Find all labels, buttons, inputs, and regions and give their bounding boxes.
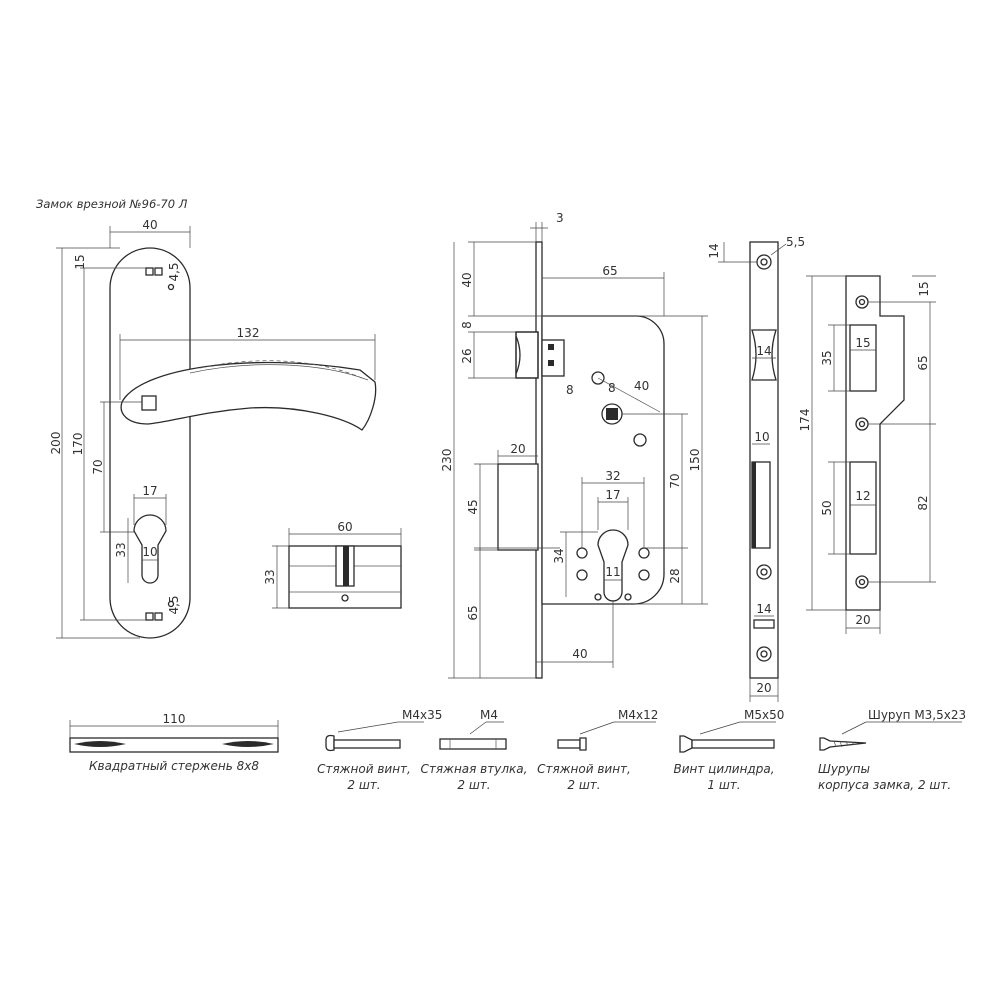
dim-lock-faceplate: 3 [556,211,564,225]
plate-hole-bottom [145,612,154,621]
dim-strike-upper: 65 [916,355,930,370]
part-screw-m4x35-qty: 2 шт. [347,778,380,792]
dim-handle-offset-top: 15 [73,254,87,269]
faceplate-strip [749,241,779,679]
strike-latch-opening [849,324,877,392]
faceplate-latch-slot [751,329,777,381]
mortise-lock-view: 3 65 40 8 26 8 8 40 230 150 20 45 32 [440,211,708,679]
drawing-title: Замок врезной №96-70 Л [36,197,188,211]
dim-handle-to-cylinder: 70 [91,459,105,474]
part-screw-m4x12: М4х12 Стяжной винт, 2 шт. [537,708,658,792]
dim-lock-body-height: 150 [688,449,702,472]
part-screw-m4x12-caption: Стяжной винт, [537,762,631,776]
part-wood-screw-qty: корпуса замка, 2 шт. [818,778,951,792]
dim-lock-latch-height: 26 [460,348,474,363]
dim-lock-latch-offset: 8 [460,321,474,329]
dim-handle-cyl-width: 17 [142,484,157,498]
part-wood-screw-spec: Шуруп М3,5х23 [868,708,966,722]
part-sleeve-spec: М4 [480,708,498,722]
part-screw-m4x12-qty: 2 шт. [567,778,600,792]
dim-handle-height-total: 200 [49,432,63,455]
part-screw-m5x50-spec: М5х50 [744,708,784,722]
dim-handle-hole-bottom: 4,5 [167,595,181,614]
dim-strike-bolt-height: 50 [820,500,834,515]
dim-lock-cyl-width: 17 [605,488,620,502]
part-spindle-spec: 110 [163,712,186,726]
faceplate-screw-bottom [756,646,772,662]
handle-cylinder-hole [133,514,167,584]
cylinder-view: 60 33 [263,520,402,609]
dim-faceplate-bolt-slot: 10 [754,430,769,444]
strike-plate-view: 174 15 35 15 65 50 12 82 20 [798,275,936,634]
dim-lock-hole-spacing: 40 [634,379,649,393]
part-screw-m5x50-caption: Винт цилиндра, [673,762,774,776]
plate-hole-top [145,267,154,276]
dim-faceplate-hole-top: 14 [707,243,721,258]
dim-lock-height-total: 230 [440,449,454,472]
part-screw-m4x35-spec: М4х35 [402,708,442,722]
dim-faceplate-width: 20 [756,681,771,695]
dim-cylinder-height: 33 [263,569,277,584]
handle-lever [120,361,377,431]
part-screw-m5x50: М5х50 Винт цилиндра, 1 шт. [673,708,784,792]
dim-strike-bolt-width: 12 [855,489,870,503]
spindle-square [141,395,157,411]
part-wood-screw: Шуруп М3,5х23 Шурупы корпуса замка, 2 шт… [818,708,966,792]
dim-strike-height: 174 [798,409,812,432]
dim-lock-hole-right: 8 [608,381,616,395]
part-spindle: 110 Квадратный стержень 8х8 [69,712,279,773]
lock-bolt [497,463,539,551]
dim-lock-axis-distance: 70 [668,473,682,488]
dim-lock-cyl-bottom: 28 [668,568,682,583]
dim-lock-cyl-height: 34 [552,548,566,563]
part-screw-m4x35: М4х35 Стяжной винт, 2 шт. [317,708,442,792]
part-screw-m5x50-qty: 1 шт. [707,778,740,792]
dim-lock-body-width: 65 [602,264,617,278]
dim-lock-backset: 40 [572,647,587,661]
dim-handle-cyl-inner: 10 [142,545,157,559]
dim-lock-bolt-width: 20 [510,442,525,456]
faceplate-view: 14 5,5 14 10 14 20 [707,235,805,702]
dim-lock-bottom: 65 [466,605,480,620]
part-sleeve-qty: 2 шт. [457,778,490,792]
lock-screw-hole-left [591,371,605,385]
spindle-bar [69,737,279,753]
strike-bolt-opening [849,461,877,555]
cylinder-screw-hole [341,594,349,602]
part-spindle-caption: Квадратный стержень 8х8 [89,759,259,773]
dim-faceplate-lower-slot: 14 [756,602,771,616]
lock-latch [515,331,539,379]
dim-strike-width: 20 [855,613,870,627]
door-handle-view: 40 200 170 15 4,5 132 70 17 33 10 4,5 [49,218,377,639]
dim-faceplate-screw: 5,5 [786,235,805,249]
dim-handle-width: 40 [142,218,157,232]
dim-lock-top: 40 [460,272,474,287]
part-wood-screw-caption: Шурупы [818,762,870,776]
dim-handle-height: 170 [71,433,85,456]
dim-lock-cyl-slot: 11 [605,565,620,579]
part-sleeve-m4: М4 Стяжная втулка, 2 шт. [421,708,528,792]
dim-strike-lower: 82 [916,495,930,510]
part-sleeve-caption: Стяжная втулка, [421,762,528,776]
lock-screw-hole-right [633,433,647,447]
dim-strike-latch-width: 15 [855,336,870,350]
lock-cylinder-cutout [597,529,629,602]
dim-cylinder-length: 60 [337,520,352,534]
dim-strike-latch-height: 35 [820,350,834,365]
part-screw-m4x35-caption: Стяжной винт, [317,762,411,776]
dim-lock-cyl-span: 32 [605,469,620,483]
dim-faceplate-latch-slot: 14 [756,344,771,358]
dim-lever-length: 132 [237,326,260,340]
handle-plate [109,247,191,639]
dim-strike-top-hole: 15 [917,281,931,296]
lock-faceplate [535,241,543,679]
dim-handle-hole-top: 4,5 [167,262,181,281]
dim-lock-bolt-height: 45 [466,499,480,514]
part-screw-m4x12-spec: М4х12 [618,708,658,722]
dim-handle-cyl-height: 33 [114,542,128,557]
dim-lock-hole-left: 8 [566,383,574,397]
